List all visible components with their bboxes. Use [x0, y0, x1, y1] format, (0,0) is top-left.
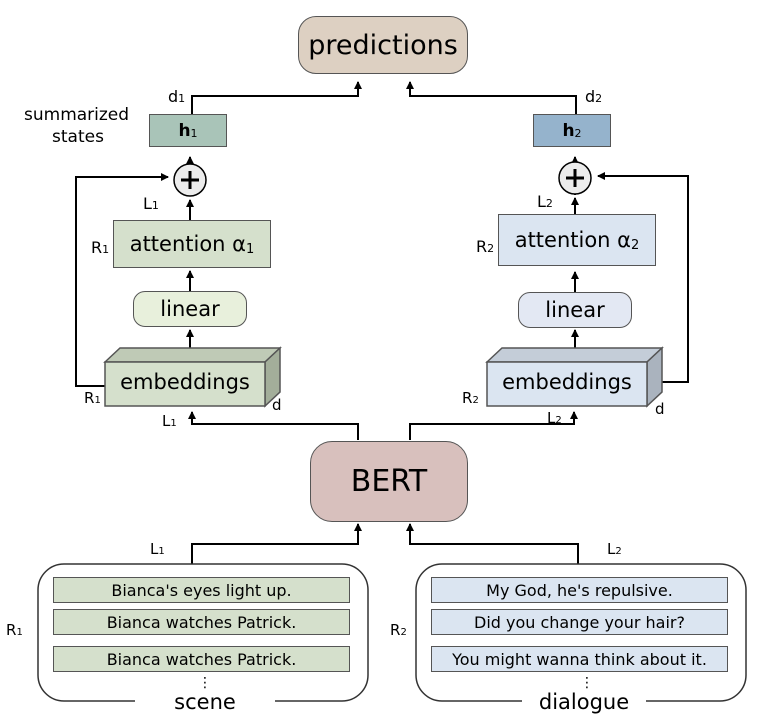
- dialogue-ellipsis: ⋮: [580, 675, 594, 691]
- dialogue-item: My God, he's repulsive.: [431, 577, 728, 603]
- right-emb-L-label: L2: [547, 409, 562, 427]
- scene-item: Bianca watches Patrick.: [53, 609, 350, 635]
- scene-R-label: R1: [6, 621, 23, 639]
- dialogue-item: You might wanna think about it.: [431, 646, 728, 672]
- right-emb-R-label: R2: [462, 389, 479, 407]
- scene-L-label: L1: [150, 540, 165, 558]
- d2-label: d2: [585, 87, 603, 106]
- linear-box-right: linear: [518, 292, 632, 328]
- plus-circle-right: [558, 161, 592, 195]
- predictions-label: predictions: [308, 29, 458, 61]
- right-att-R-label: R2: [476, 237, 495, 256]
- left-att-L-label: L1: [143, 194, 159, 213]
- edge-bert-emb1: [188, 411, 359, 440]
- scene-item: Bianca watches Patrick.: [53, 646, 350, 672]
- embeddings-box-right: [485, 346, 664, 408]
- dialogue-caption: dialogue: [538, 690, 630, 714]
- plus-circle-left: [173, 163, 207, 197]
- embeddings-box-left: [103, 346, 282, 408]
- bert-box: BERT: [310, 441, 468, 522]
- edge-residual-left: [75, 173, 169, 387]
- edge-residual-right: [597, 172, 689, 383]
- edge-h1-predictions: [191, 81, 362, 114]
- right-emb-d-label: d: [655, 400, 665, 418]
- d1-label: d1: [168, 87, 186, 106]
- left-emb-L-label: L1: [162, 412, 177, 430]
- embeddings-label-left: embeddings: [120, 370, 250, 394]
- edge-h2-predictions: [406, 81, 577, 114]
- scene-item: Bianca's eyes light up.: [53, 577, 350, 603]
- scene-caption: scene: [174, 690, 236, 714]
- left-emb-R-label: R1: [84, 389, 101, 407]
- dialogue-R-label: R2: [390, 621, 407, 639]
- edge-scene-bert: [191, 523, 362, 565]
- dialogue-L-label: L2: [607, 540, 622, 558]
- linear-box-left: linear: [133, 291, 247, 327]
- edge-bert-emb2: [409, 411, 578, 440]
- dialogue-item: Did you change your hair?: [431, 609, 728, 635]
- edge-dialogue-bert: [406, 523, 579, 565]
- left-att-R-label: R1: [91, 238, 110, 257]
- summarized-states-label: summarized states: [24, 105, 130, 147]
- left-emb-d-label: d: [272, 396, 282, 414]
- scene-ellipsis: ⋮: [198, 675, 212, 691]
- right-att-L-label: L2: [537, 192, 553, 211]
- predictions-box: predictions: [298, 16, 468, 74]
- embeddings-label-right: embeddings: [502, 370, 632, 394]
